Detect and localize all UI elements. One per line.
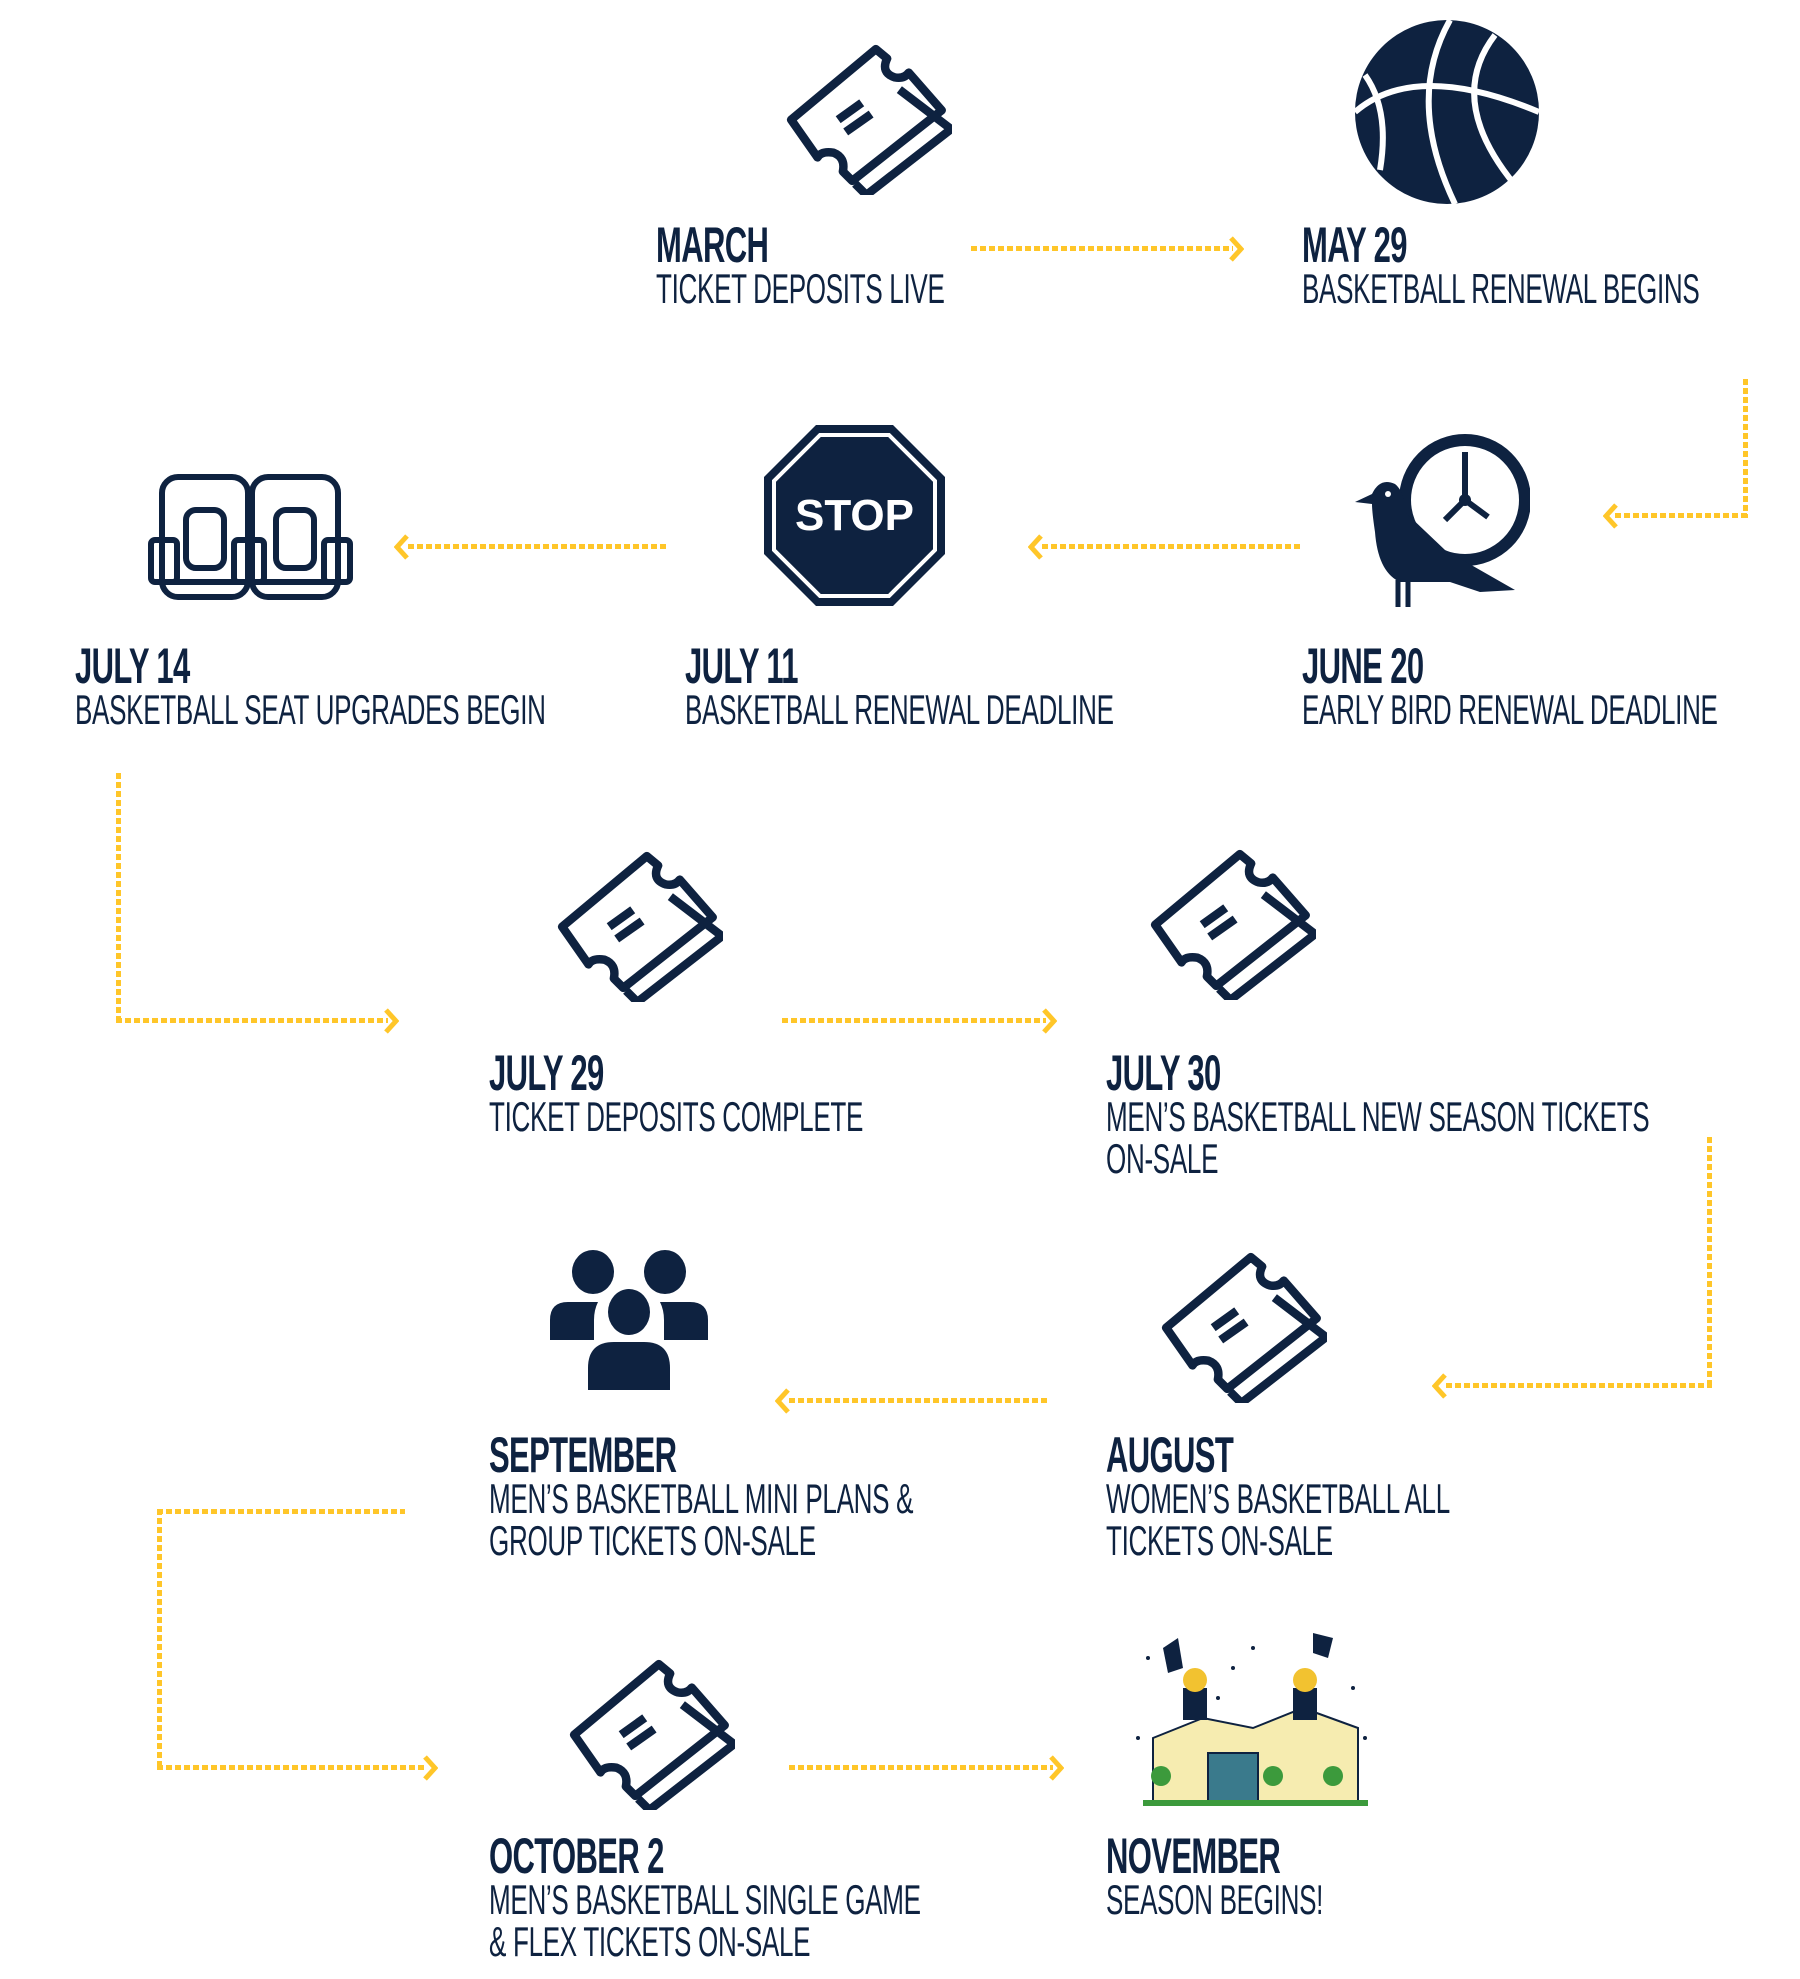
- step-date: OCTOBER 2: [489, 1828, 664, 1884]
- step-desc: TICKET DEPOSITS COMPLETE: [489, 1093, 864, 1140]
- chevron-left-icon: [394, 534, 409, 560]
- chevron-right-icon: [1049, 1755, 1064, 1781]
- mascot-celebration-illustration: [1136, 1633, 1368, 1806]
- chevron-right-icon: [384, 1008, 399, 1034]
- connector-arrow: [408, 544, 668, 549]
- step-date: NOVEMBER: [1106, 1828, 1281, 1884]
- connector-arrow: [1446, 1383, 1712, 1388]
- step-date: JUNE 20: [1302, 638, 1424, 694]
- connector-line: [1707, 1137, 1712, 1388]
- step-date: JULY 14: [75, 638, 190, 694]
- group-icon: [550, 1250, 708, 1390]
- step-desc: ON-SALE: [1106, 1135, 1219, 1182]
- connector-arrow: [116, 1018, 388, 1023]
- step-desc: WOMEN’S BASKETBALL ALL: [1106, 1475, 1450, 1522]
- connector-arrow: [971, 246, 1233, 251]
- step-desc: MEN’S BASKETBALL SINGLE GAME: [489, 1876, 921, 1923]
- step-desc: GROUP TICKETS ON-SALE: [489, 1517, 816, 1564]
- step-desc: TICKET DEPOSITS LIVE: [656, 265, 945, 312]
- connector-line: [116, 773, 121, 1021]
- connector-line: [1743, 379, 1748, 518]
- step-desc: BASKETBALL RENEWAL DEADLINE: [685, 686, 1114, 733]
- chevron-right-icon: [423, 1755, 438, 1781]
- basketball-icon: [1355, 20, 1539, 204]
- connector-arrow: [1042, 544, 1301, 549]
- connector-arrow: [157, 1765, 427, 1770]
- chevron-right-icon: [1042, 1008, 1057, 1034]
- step-date: MAY 29: [1302, 217, 1407, 273]
- step-desc: BASKETBALL SEAT UPGRADES BEGIN: [75, 686, 546, 733]
- step-desc: EARLY BIRD RENEWAL DEADLINE: [1302, 686, 1718, 733]
- step-desc: SEASON BEGINS!: [1106, 1876, 1324, 1923]
- ticket-icon: [1126, 840, 1316, 1000]
- connector-arrow: [782, 1018, 1046, 1023]
- ticket-icon: [1137, 1243, 1327, 1403]
- bird-clock-icon: [1355, 434, 1530, 607]
- step-date: MARCH: [656, 217, 769, 273]
- step-desc: MEN’S BASKETBALL MINI PLANS &: [489, 1475, 914, 1522]
- step-desc: TICKETS ON-SALE: [1106, 1517, 1333, 1564]
- chevron-left-icon: [775, 1388, 790, 1414]
- chevron-left-icon: [1603, 503, 1618, 529]
- step-desc: MEN’S BASKETBALL NEW SEASON TICKETS: [1106, 1093, 1650, 1140]
- step-desc: & FLEX TICKETS ON-SALE: [489, 1918, 811, 1965]
- connector-arrow: [1615, 513, 1748, 518]
- svg-text:STOP: STOP: [795, 491, 914, 540]
- step-date: JULY 11: [685, 638, 798, 694]
- ticket-icon: [545, 1650, 735, 1810]
- connector-line: [157, 1509, 162, 1767]
- connector-arrow: [789, 1398, 1048, 1403]
- seats-icon: [148, 474, 353, 600]
- connector-line: [157, 1509, 405, 1514]
- chevron-left-icon: [1432, 1373, 1447, 1399]
- ticket-icon: [762, 35, 952, 195]
- step-date: JULY 29: [489, 1045, 604, 1101]
- step-date: JULY 30: [1106, 1045, 1221, 1101]
- step-date: AUGUST: [1106, 1427, 1234, 1483]
- chevron-right-icon: [1229, 236, 1244, 262]
- step-desc: BASKETBALL RENEWAL BEGINS: [1302, 265, 1700, 312]
- chevron-left-icon: [1028, 534, 1043, 560]
- ticket-icon: [533, 842, 723, 1002]
- stop-sign-icon: STOP: [764, 425, 945, 606]
- connector-arrow: [789, 1765, 1053, 1770]
- step-date: SEPTEMBER: [489, 1427, 677, 1483]
